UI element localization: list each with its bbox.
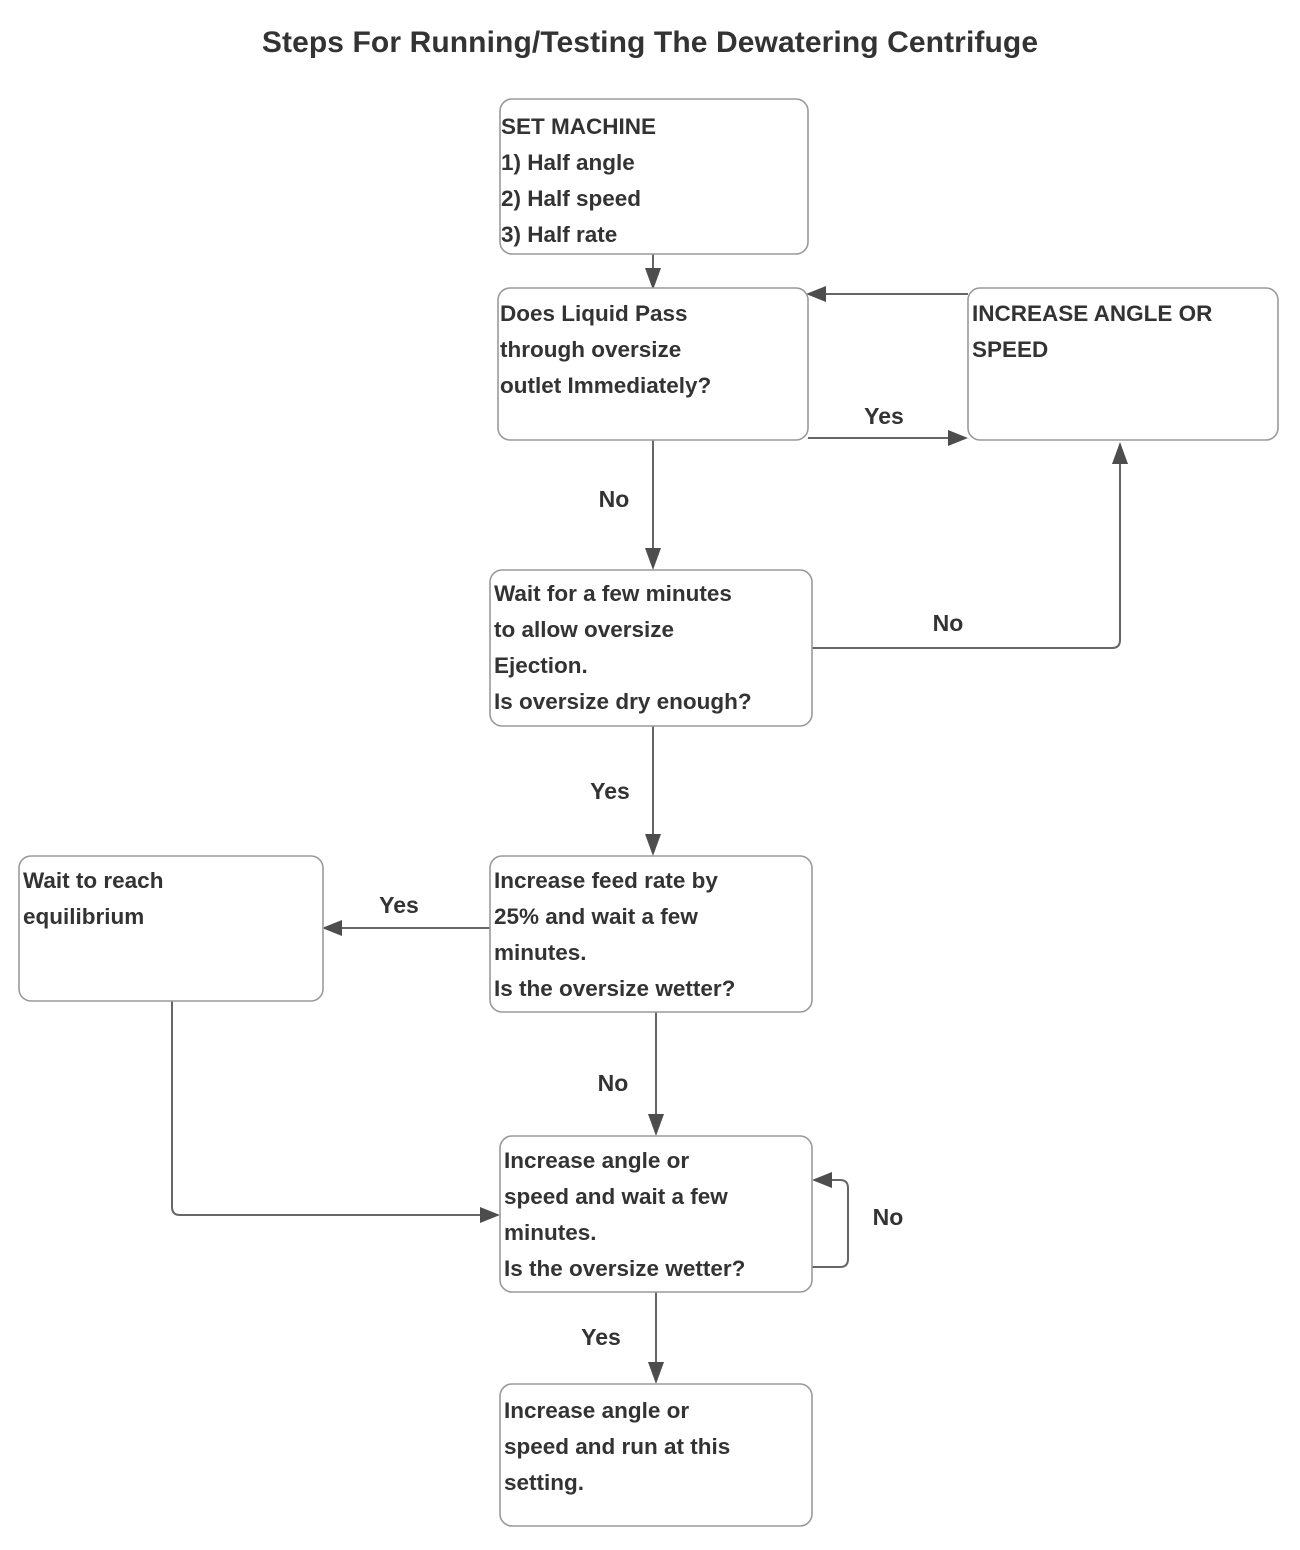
node-wait-equilibrium-line-0: Wait to reach [23, 868, 163, 893]
edge-label-no-2: No [933, 610, 964, 636]
node-increase-angle-wait-line-2: minutes. [504, 1220, 597, 1245]
node-does-liquid-pass-line-2: outlet Immediately? [500, 373, 711, 398]
node-set-machine-shape[interactable] [499, 98, 809, 255]
node-increase-angle-or-speed-line-0: INCREASE ANGLE OR [972, 301, 1212, 326]
edge-decision-yes-to-increase: Yes [808, 403, 968, 446]
node-wait-equilibrium[interactable]: Wait to reach equilibrium [18, 855, 324, 1002]
node-wait-few-minutes-line-3: Is oversize dry enough? [494, 689, 752, 714]
node-increase-angle-or-speed-shape[interactable] [967, 287, 1279, 441]
edge-feedrate-no-to-angle: No [598, 1012, 664, 1136]
edge-wait-no-to-increase: No [812, 442, 1128, 649]
node-does-liquid-pass-line-1: through oversize [500, 337, 681, 362]
edge-label-yes-2: Yes [590, 778, 630, 804]
node-increase-angle-run-line-1: speed and run at this [504, 1434, 730, 1459]
edge-equilibrium-to-angle [171, 1001, 500, 1223]
node-increase-feed-rate-shape[interactable] [489, 855, 813, 1013]
node-wait-few-minutes-line-2: Ejection. [494, 653, 588, 678]
edges-layer: Yes No No Yes [171, 254, 1128, 1384]
node-increase-feed-rate[interactable]: Increase feed rate by 25% and wait a few… [489, 855, 813, 1013]
edge-feedrate-yes-to-equilibrium: Yes [322, 892, 490, 936]
node-increase-angle-wait[interactable]: Increase angle or speed and wait a few m… [499, 1135, 813, 1293]
node-increase-angle-run-line-2: setting. [504, 1470, 584, 1495]
node-set-machine[interactable]: SET MACHINE 1) Half angle 2) Half speed … [499, 98, 809, 255]
edge-wait-yes-to-feedrate: Yes [590, 726, 661, 856]
node-wait-few-minutes[interactable]: Wait for a few minutes to allow oversize… [489, 569, 813, 727]
node-wait-few-minutes-line-1: to allow oversize [494, 617, 674, 642]
edge-angle-self-loop-no: No [812, 1172, 904, 1268]
node-does-liquid-pass-line-0: Does Liquid Pass [500, 301, 688, 326]
node-increase-angle-or-speed[interactable]: INCREASE ANGLE OR SPEED [967, 287, 1279, 441]
page-title: Steps For Running/Testing The Dewatering… [261, 26, 1039, 59]
edge-label-no-3: No [598, 1070, 629, 1096]
edge-set-machine-to-decision [645, 254, 661, 290]
node-does-liquid-pass[interactable]: Does Liquid Pass through oversize outlet… [497, 287, 809, 441]
node-increase-feed-rate-line-1: 25% and wait a few [494, 904, 698, 929]
edge-increase-back-to-decision [806, 286, 968, 302]
node-increase-angle-run-shape[interactable] [499, 1383, 813, 1527]
node-set-machine-line-1: 1) Half angle [501, 150, 635, 175]
node-increase-feed-rate-line-3: Is the oversize wetter? [494, 976, 735, 1001]
node-does-liquid-pass-shape[interactable] [497, 287, 809, 441]
node-increase-angle-wait-line-0: Increase angle or [504, 1148, 689, 1173]
node-increase-angle-or-speed-line-1: SPEED [972, 337, 1048, 362]
node-increase-angle-wait-line-3: Is the oversize wetter? [504, 1256, 745, 1281]
node-set-machine-line-2: 2) Half speed [501, 186, 641, 211]
node-increase-angle-run-line-0: Increase angle or [504, 1398, 689, 1423]
edge-label-no-1: No [599, 486, 630, 512]
node-wait-few-minutes-shape[interactable] [489, 569, 813, 727]
nodes-layer: SET MACHINE 1) Half angle 2) Half speed … [18, 98, 1279, 1527]
edge-label-no-4: No [873, 1204, 904, 1230]
node-increase-feed-rate-line-2: minutes. [494, 940, 587, 965]
node-set-machine-line-3: 3) Half rate [501, 222, 617, 247]
node-increase-feed-rate-line-0: Increase feed rate by [494, 868, 718, 893]
edge-label-yes-3: Yes [379, 892, 419, 918]
edge-label-yes-4: Yes [581, 1324, 621, 1350]
node-increase-angle-wait-shape[interactable] [499, 1135, 813, 1293]
node-increase-angle-wait-line-1: speed and wait a few [504, 1184, 728, 1209]
node-wait-equilibrium-shape[interactable] [18, 855, 324, 1002]
node-increase-angle-run[interactable]: Increase angle or speed and run at this … [499, 1383, 813, 1527]
node-wait-few-minutes-line-0: Wait for a few minutes [494, 581, 732, 606]
node-set-machine-line-0: SET MACHINE [501, 114, 656, 139]
edge-label-yes-1: Yes [864, 403, 904, 429]
edge-angle-yes-to-run: Yes [581, 1292, 664, 1384]
edge-decision-no-to-wait: No [599, 440, 661, 570]
node-wait-equilibrium-line-1: equilibrium [23, 904, 144, 929]
